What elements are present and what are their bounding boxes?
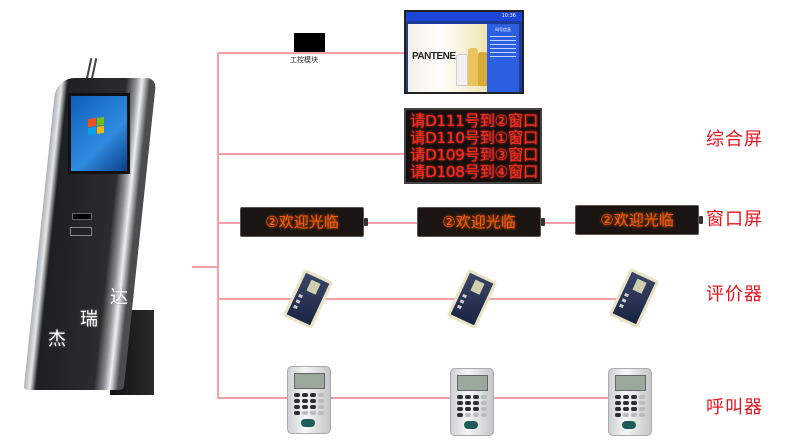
label-evaluator: 评价器	[706, 284, 763, 305]
watermark-char: 瑞	[80, 309, 98, 330]
kiosk-antenna	[90, 58, 98, 80]
ad-bottle	[478, 52, 488, 86]
caller-keypad	[450, 368, 494, 436]
watermark-char: 杰	[48, 329, 66, 350]
caller-ok-key	[464, 421, 478, 429]
monitor-branch-line	[218, 52, 406, 54]
caller-ok-key	[301, 419, 315, 427]
ticket-slot	[72, 213, 92, 220]
window-led-screen: ②欢迎光临	[240, 207, 368, 237]
ad-bottle	[468, 48, 478, 86]
caller-keys	[615, 395, 645, 417]
ad-bottle	[456, 54, 468, 86]
ipc-module	[294, 33, 325, 52]
monitor-side-row	[490, 56, 516, 57]
window-led-screen: ②欢迎光临	[417, 207, 545, 237]
lcd-monitor: 10:36 PANTENE 叫号信息	[404, 10, 524, 94]
trunk-line	[217, 53, 219, 399]
monitor-side-row	[490, 40, 516, 41]
caller-lcd	[294, 373, 325, 389]
window-led-screen: ②欢迎光临	[575, 205, 703, 235]
led-row: 请D111号到②窗口	[410, 112, 538, 130]
kiosk-link-line	[192, 266, 218, 268]
evaluator-panel	[608, 267, 660, 329]
monitor-side-title: 叫号信息	[495, 27, 511, 32]
caller-keypad	[287, 366, 331, 434]
card-reader	[70, 227, 92, 236]
label-caller: 呼叫器	[706, 397, 763, 418]
monitor-side-row	[490, 44, 516, 45]
monitor-side-row	[490, 48, 516, 49]
led-row: 请D110号到①窗口	[410, 129, 538, 147]
watermark-char: 达	[110, 287, 128, 308]
label-composite-screen: 综合屏	[706, 129, 763, 150]
caller-lcd	[615, 375, 646, 391]
ipc-label: 工控模块	[290, 56, 318, 64]
label-window-screen: 窗口屏	[706, 209, 763, 230]
composite-led-screen: 请D111号到②窗口 请D110号到①窗口 请D109号到③窗口 请D108号到…	[404, 108, 542, 184]
monitor-title-bar	[406, 12, 522, 21]
evaluator-branch-line	[218, 298, 638, 300]
led-row: 请D109号到③窗口	[410, 146, 538, 164]
windows-logo-icon	[88, 116, 104, 136]
window-branch-line	[218, 222, 578, 224]
composite-branch-line	[218, 153, 406, 155]
monitor-time: 10:36	[501, 13, 516, 19]
monitor-ad-area: PANTENE	[408, 24, 488, 92]
caller-branch-line	[218, 397, 618, 399]
caller-lcd	[457, 375, 488, 391]
caller-keypad	[608, 368, 652, 436]
led-row: 请D108号到④窗口	[410, 163, 538, 181]
caller-keys	[457, 395, 487, 417]
caller-ok-key	[622, 421, 636, 429]
monitor-side-row	[490, 36, 516, 37]
caller-keys	[294, 393, 324, 415]
monitor-side-row	[490, 52, 516, 53]
monitor-side-panel: 叫号信息	[487, 24, 519, 92]
ad-brand: PANTENE	[412, 51, 456, 62]
